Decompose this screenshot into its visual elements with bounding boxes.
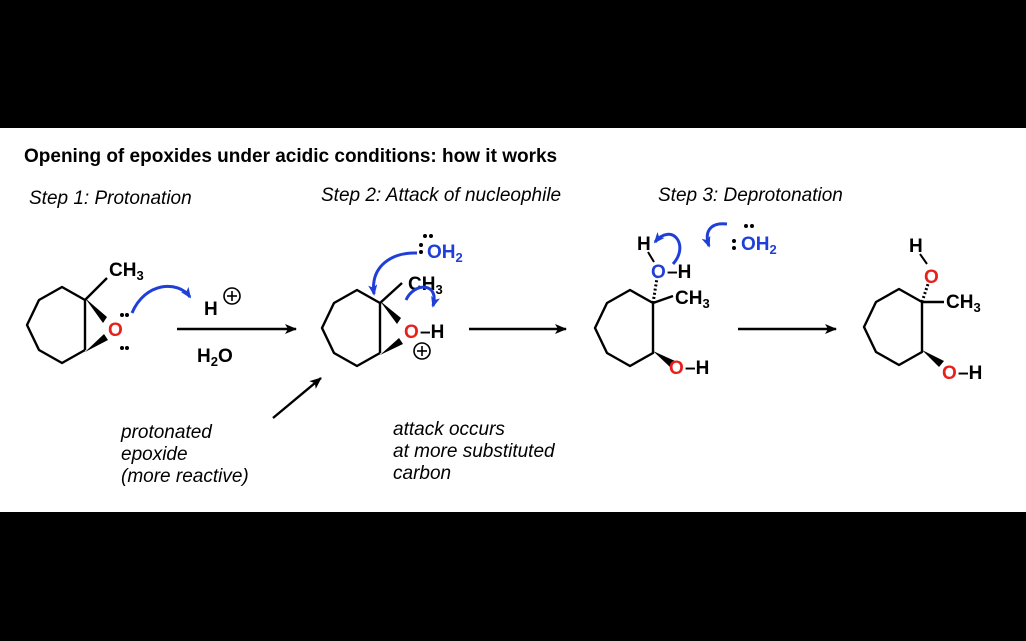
curved-arrow bbox=[368, 251, 418, 296]
wedge-bond bbox=[380, 338, 403, 355]
curved-arrow bbox=[130, 284, 192, 314]
note-line: protonated bbox=[121, 422, 212, 443]
wedge-bond bbox=[922, 350, 944, 367]
note-line: epoxide bbox=[121, 444, 188, 465]
oxygen-atom: O bbox=[669, 358, 684, 379]
hash-bond bbox=[651, 277, 659, 304]
step-1-label: Step 1: Protonation bbox=[29, 188, 192, 209]
solvent-label: H2O bbox=[197, 346, 233, 369]
oxygen-atom: O bbox=[404, 322, 419, 343]
oxygen-atom: O bbox=[924, 267, 939, 288]
plus-charge-icon bbox=[413, 342, 431, 360]
hash-bond bbox=[920, 283, 930, 303]
methyl-label: CH3 bbox=[946, 292, 981, 315]
oxygen-atom: O bbox=[942, 363, 957, 384]
pointer-arrow bbox=[272, 377, 322, 419]
curved-arrow bbox=[653, 232, 682, 265]
diagram-panel bbox=[0, 128, 1026, 512]
curved-arrow bbox=[404, 285, 440, 308]
lone-pairs bbox=[732, 224, 754, 250]
oxygen-atom: O bbox=[108, 320, 123, 341]
methyl-bond bbox=[84, 277, 108, 301]
methyl-label: CH3 bbox=[109, 260, 144, 283]
plus-charge-icon bbox=[223, 287, 241, 305]
hydrogen-atom: H bbox=[637, 234, 651, 255]
wedge-bond bbox=[85, 334, 108, 352]
oh-bond bbox=[647, 251, 655, 263]
epoxide-molecule bbox=[25, 277, 108, 365]
oh-bond-label: –H bbox=[667, 262, 691, 283]
oh-bond-label: –H bbox=[685, 358, 709, 379]
wedge-bond bbox=[85, 298, 107, 323]
cyclohexane-ring bbox=[320, 288, 381, 368]
methyl-bond bbox=[652, 294, 674, 305]
methyl-label: CH3 bbox=[408, 274, 443, 297]
curved-arrow bbox=[701, 222, 728, 248]
wedge-bond bbox=[380, 301, 401, 324]
proton-label: H bbox=[204, 299, 218, 320]
cyclohexane-ring bbox=[862, 287, 924, 367]
oh-bond-label: –H bbox=[420, 322, 444, 343]
attack-note: attack occurs at more substituted carbon bbox=[393, 419, 555, 485]
note-line: (more reactive) bbox=[121, 466, 249, 487]
diol-product-molecule bbox=[862, 283, 944, 367]
methyl-label: CH3 bbox=[675, 288, 710, 311]
cyclohexane-ring bbox=[593, 288, 655, 368]
methyl-bond bbox=[379, 282, 403, 304]
water-base: OH2 bbox=[741, 234, 777, 257]
diagram-title: Opening of epoxides under acidic conditi… bbox=[24, 146, 558, 167]
hydrogen-atom: H bbox=[909, 236, 923, 257]
note-line: carbon bbox=[393, 463, 452, 484]
oh-bond bbox=[919, 253, 928, 265]
lone-pairs bbox=[120, 313, 129, 350]
oxygen-atom: O bbox=[651, 262, 666, 283]
oh-bond-label: –H bbox=[958, 363, 982, 384]
note-line: attack occurs bbox=[393, 419, 505, 440]
wedge-bond bbox=[653, 351, 675, 367]
step-2-label: Step 2: Attack of nucleophile bbox=[321, 185, 562, 206]
step-3-label: Step 3: Deprotonation bbox=[658, 185, 843, 206]
intermediate-molecule bbox=[593, 277, 675, 368]
note-line: at more substituted bbox=[393, 441, 555, 462]
protonated-epoxide-molecule bbox=[320, 282, 403, 368]
cyclohexane-ring bbox=[25, 285, 86, 365]
water-nucleophile: OH2 bbox=[427, 242, 463, 265]
protonated-epoxide-note: protonated epoxide (more reactive) bbox=[121, 422, 249, 488]
lone-pairs bbox=[419, 234, 433, 254]
